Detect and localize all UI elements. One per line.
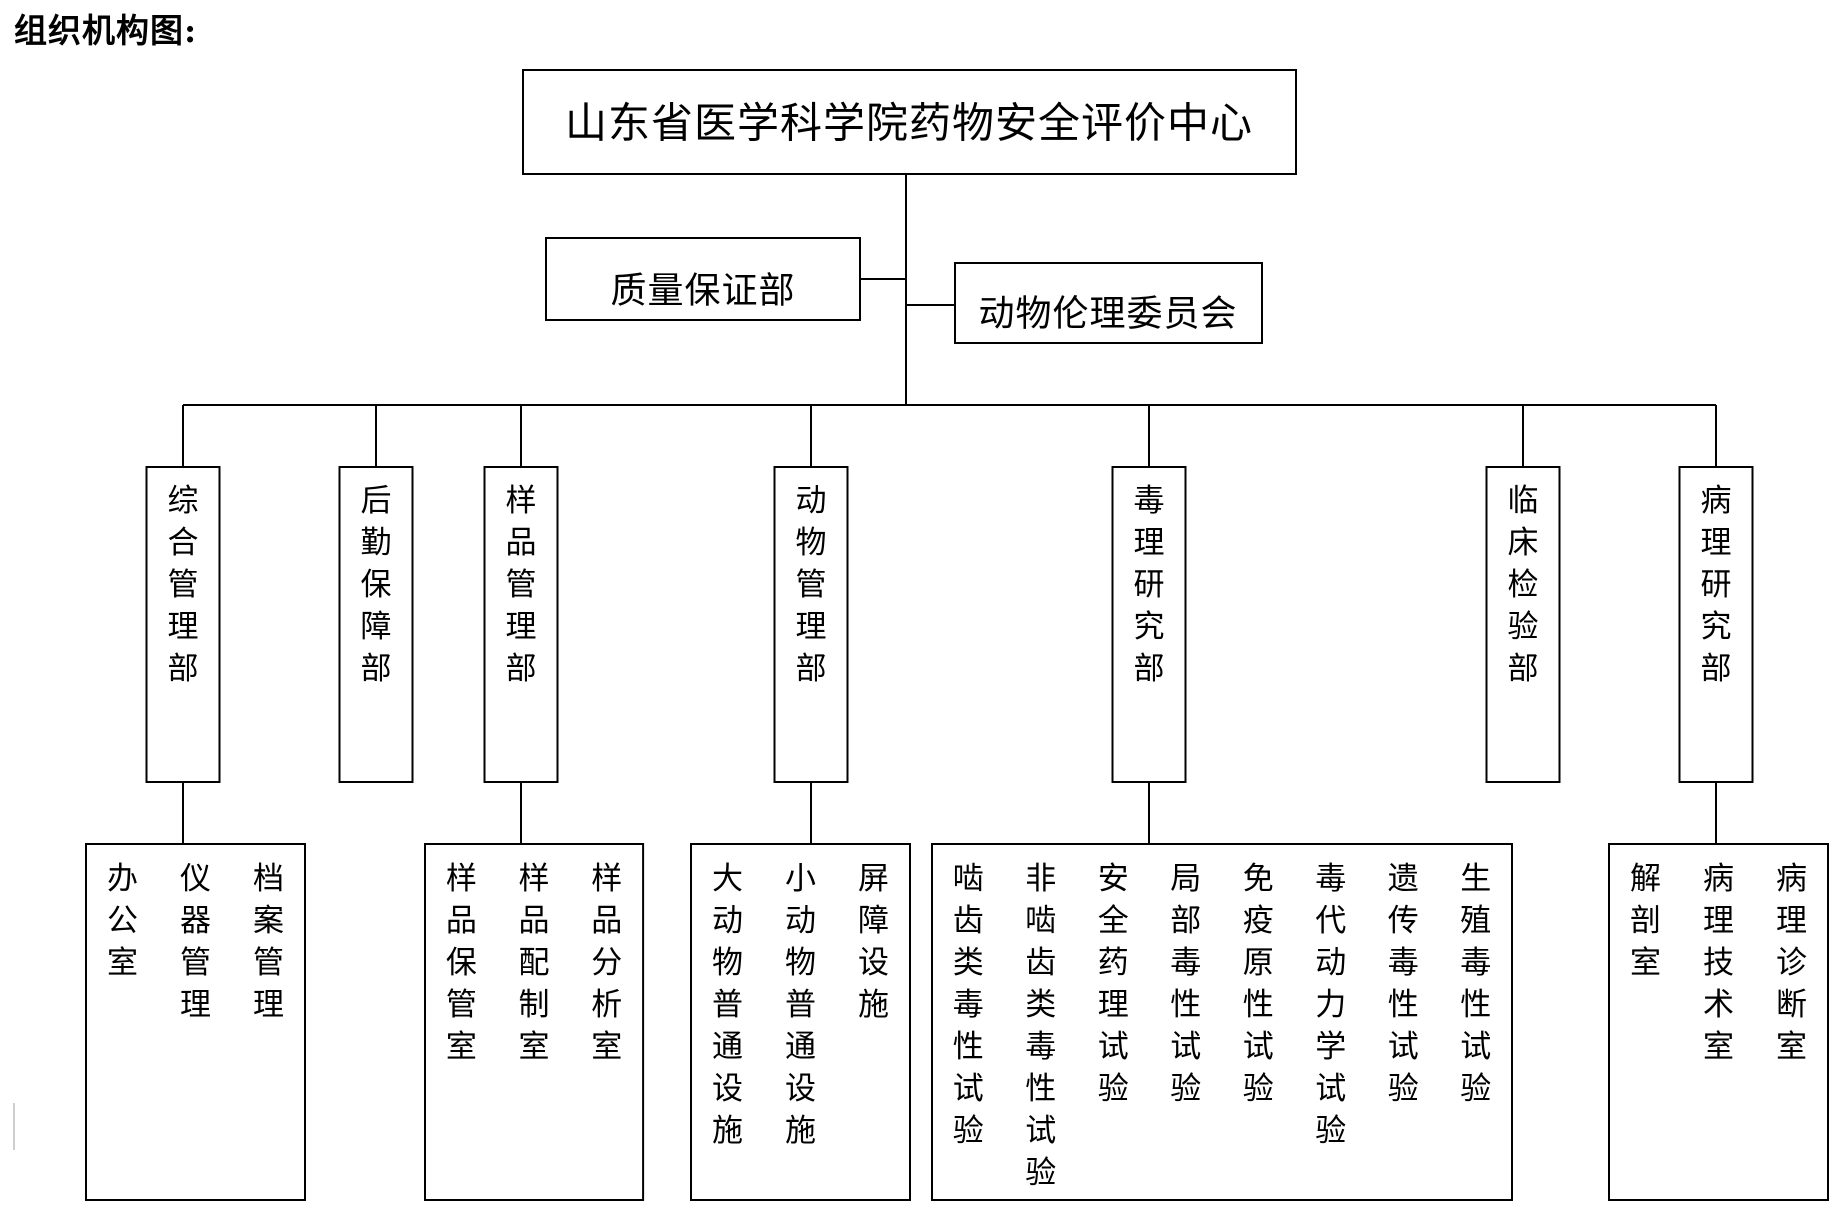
department-box: [1111, 466, 1187, 783]
unit-label: 小动物普通设施: [785, 861, 816, 1149]
department-label: 病理研究部: [1701, 483, 1732, 687]
unit-group-box: [424, 843, 645, 1201]
department-label: 临床检验部: [1508, 483, 1539, 687]
qa-label: 质量保证部: [610, 271, 795, 312]
department-label: 综合管理部: [168, 483, 199, 687]
department-box: [1485, 466, 1561, 783]
unit-label: 解剖室: [1630, 861, 1661, 981]
unit-label: 样品配制室: [519, 861, 550, 1065]
unit-group-box: [931, 843, 1513, 1201]
unit-label: 啮齿类毒性试验: [953, 861, 984, 1149]
unit-group-box: [85, 843, 306, 1201]
unit-label: 遗传毒性试验: [1388, 861, 1419, 1107]
unit-label: 档案管理: [253, 861, 284, 1023]
department-label: 样品管理部: [506, 483, 537, 687]
unit-label: 病理技术室: [1703, 861, 1734, 1065]
department-box: [483, 466, 559, 783]
department-label: 动物管理部: [796, 483, 827, 687]
unit-label: 仪器管理: [180, 861, 211, 1023]
unit-label: 非啮齿类毒性试验: [1025, 861, 1056, 1191]
unit-label: 免疫原性试验: [1243, 861, 1274, 1107]
unit-group-box: [1608, 843, 1829, 1201]
unit-label: 生殖毒性试验: [1460, 861, 1491, 1107]
page-title: 组织机构图:: [14, 11, 198, 50]
ethics-label: 动物伦理委员会: [978, 294, 1237, 335]
unit-label: 样品保管室: [446, 861, 477, 1065]
unit-label: 大动物普通设施: [712, 861, 743, 1149]
department-box: [773, 466, 849, 783]
department-label: 后勤保障部: [361, 483, 392, 687]
unit-label: 办公室: [107, 861, 138, 981]
unit-label: 病理诊断室: [1776, 861, 1807, 1065]
unit-label: 局部毒性试验: [1170, 861, 1201, 1107]
department-box: [1678, 466, 1754, 783]
department-box: [145, 466, 221, 783]
unit-group-box: [690, 843, 911, 1201]
department-box: [338, 466, 414, 783]
unit-label: 屏障设施: [858, 861, 889, 1023]
unit-label: 毒代动力学试验: [1315, 861, 1346, 1149]
unit-label: 样品分析室: [591, 861, 622, 1065]
department-label: 毒理研究部: [1134, 483, 1165, 687]
qa-node: [545, 237, 861, 321]
unit-label: 安全药理试验: [1098, 861, 1129, 1107]
root-node: [522, 69, 1297, 175]
ethics-node: [954, 262, 1263, 344]
root-label: 山东省医学科学院药物安全评价中心: [565, 99, 1253, 148]
